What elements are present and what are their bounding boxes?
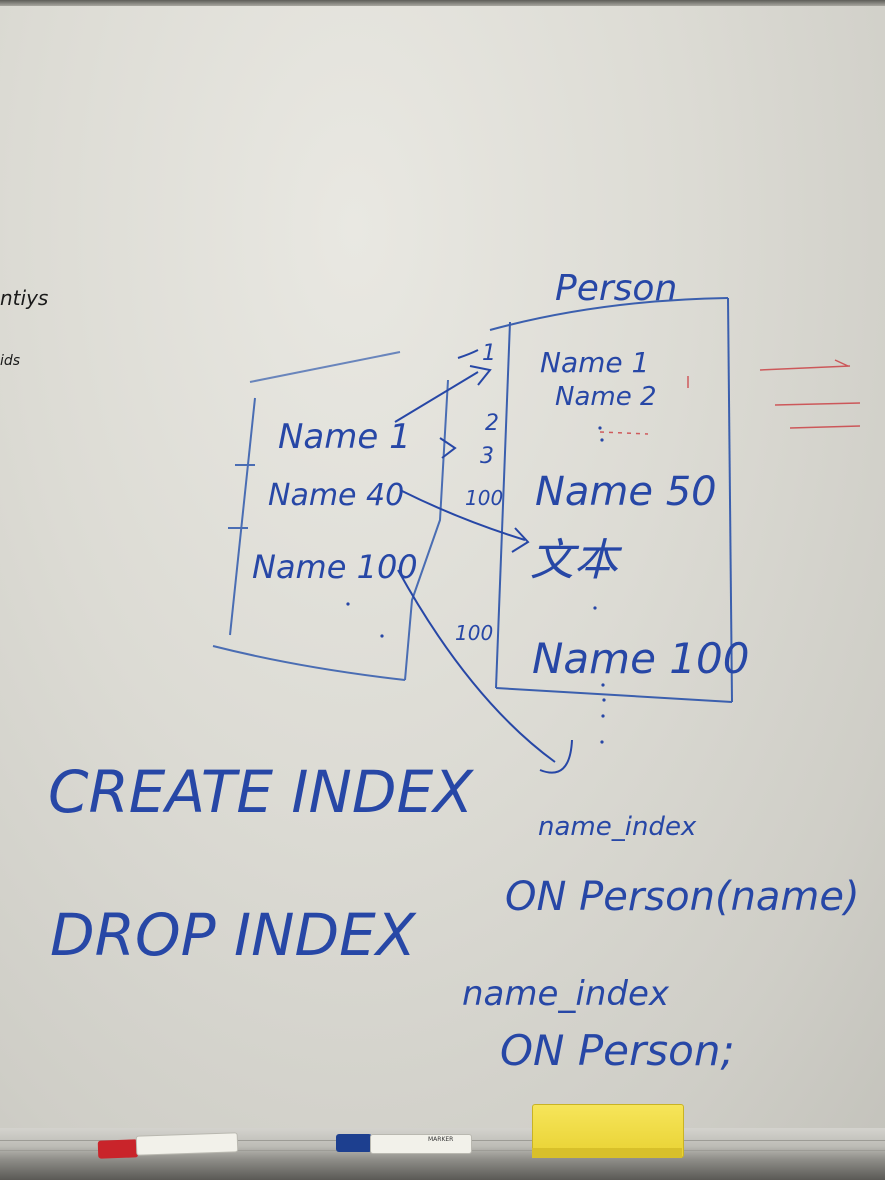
person-row-4: 文本 [530, 535, 623, 586]
row-number-3: 3 [480, 444, 494, 469]
person-row-1: Name 1 [540, 346, 649, 379]
whiteboard-frame [0, 0, 885, 6]
person-row-2: Name 2 [555, 382, 657, 412]
blue-marker-barrel[interactable] [370, 1134, 472, 1154]
person-row-3: Name 50 [535, 469, 717, 515]
person-table [489, 297, 733, 703]
person-row-5: Name 100 [532, 634, 749, 683]
drop-index-name: name_index [462, 974, 670, 1014]
index-row-1: Name 1 [278, 417, 411, 457]
blue-marker-cap[interactable] [336, 1134, 372, 1152]
index-row-2: Name 40 [268, 478, 404, 513]
red-marker-cap[interactable] [97, 1139, 139, 1159]
row-number-2: 2 [485, 411, 499, 436]
margin-fragment-2: ids [0, 353, 20, 369]
create-index-keyword: CREATE INDEX [48, 758, 474, 826]
drop-index-on: ON Person; [500, 1026, 735, 1075]
person-table-title: Person [555, 268, 677, 309]
red-marker-barrel[interactable] [135, 1132, 239, 1156]
create-index-on: ON Person(name) [505, 874, 860, 920]
create-index-name: name_index [538, 812, 697, 842]
drop-index-keyword: DROP INDEX [50, 901, 417, 969]
index-table [212, 351, 449, 681]
eraser-felt [532, 1148, 682, 1158]
row-number-4: 100 [465, 486, 503, 510]
row-number-5: 100 [455, 621, 493, 645]
index-row-3: Name 100 [252, 548, 418, 586]
margin-fragment-1: ntiys [0, 286, 48, 310]
red-marks [599, 359, 861, 435]
ellipsis-dots [346, 426, 606, 744]
whiteboard [0, 0, 885, 1140]
pointer-arrows [394, 349, 573, 774]
marker-label: MARKER [428, 1136, 454, 1143]
row-number-1: 1 [482, 341, 496, 366]
